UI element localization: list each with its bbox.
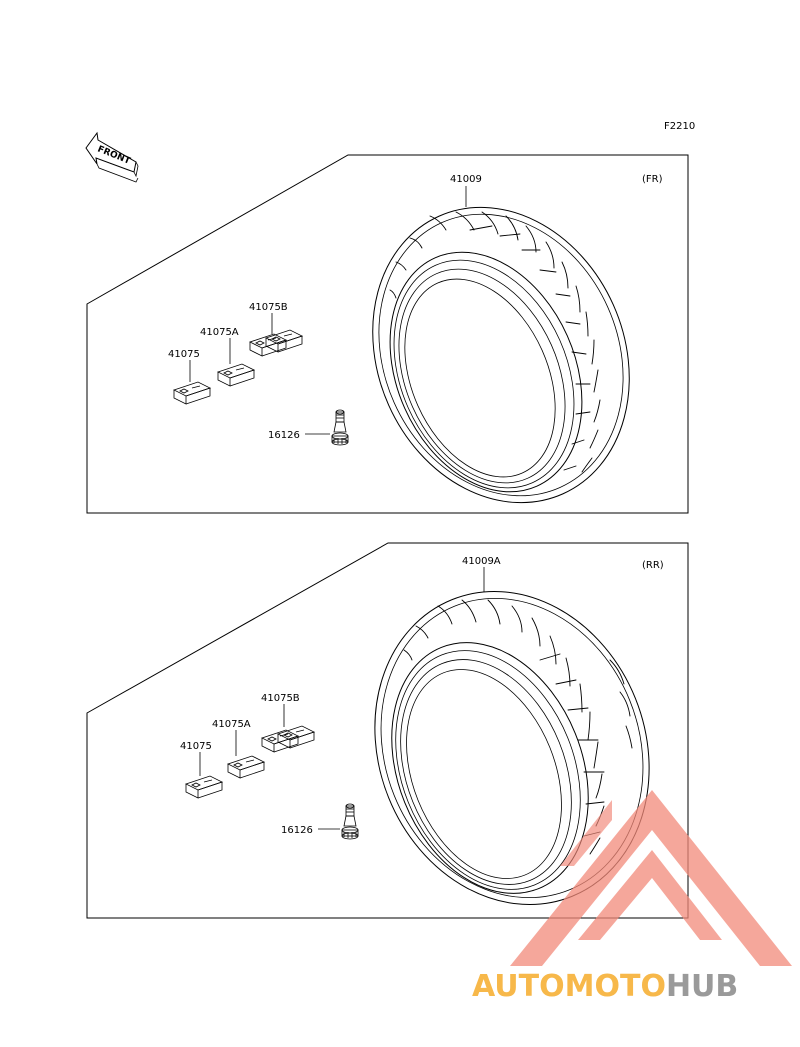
rear-weight-label-41075a: 41075A	[212, 719, 251, 730]
watermark-text: AUTOMOTOHUB	[472, 969, 738, 1004]
front-tire	[372, 206, 630, 504]
rear-valve-label: 16126	[281, 825, 313, 836]
watermark-triangle	[510, 790, 792, 966]
front-weight-label-41075a: 41075A	[200, 327, 239, 338]
rear-weight-41075a	[227, 755, 265, 779]
front-weight-label-41075: 41075	[168, 349, 200, 360]
rear-valve	[341, 803, 359, 840]
rear-section: (RR) 41009A	[86, 542, 689, 919]
front-position-label: (FR)	[642, 174, 663, 185]
diagram-code: F2210	[664, 121, 695, 132]
front-weight-label-41075b: 41075B	[249, 302, 288, 313]
rear-section-frame	[86, 542, 689, 919]
front-section: (FR) 41009	[86, 154, 689, 514]
front-weight-41075	[173, 381, 211, 405]
front-tire-label: 41009	[450, 174, 482, 185]
front-arrow-label: FRONT	[96, 145, 132, 167]
rear-position-label: (RR)	[642, 560, 664, 571]
rear-weight-label-41075b: 41075B	[261, 693, 300, 704]
watermark-logo	[510, 790, 792, 966]
rear-weight-label-41075: 41075	[180, 741, 212, 752]
front-weight-41075a	[217, 363, 255, 387]
front-valve-label: 16126	[268, 430, 300, 441]
front-valve	[331, 409, 349, 446]
rear-weight-41075	[185, 775, 223, 799]
front-direction-arrow: FRONT	[85, 131, 139, 183]
front-section-frame	[86, 154, 689, 514]
rear-tire-label: 41009A	[462, 556, 501, 567]
